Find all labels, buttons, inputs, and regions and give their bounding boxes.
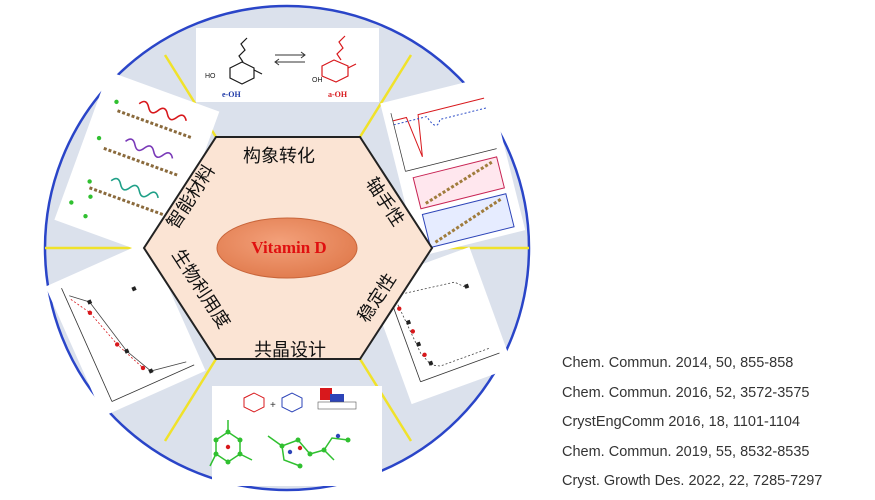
svg-text:HO: HO	[205, 73, 216, 80]
figure-chirality	[380, 76, 526, 257]
a-oh-label: a-OH	[328, 90, 348, 99]
reference-item: CrystEngComm 2016, 18, 1101-1104	[562, 414, 801, 430]
figure-cocrystal: +	[209, 386, 382, 486]
reference-item: Chem. Commun. 2019, 55, 8532-8535	[562, 443, 810, 460]
reference-item: Chem. Commun. 2014, 50, 855-858	[562, 355, 794, 371]
topic-top: 构象转化	[243, 146, 315, 167]
topic-bottom: 共晶设计	[254, 340, 326, 361]
vitamin-d-ellipse	[216, 217, 358, 279]
center-label: Vitamin D	[251, 238, 326, 257]
svg-text:+: +	[270, 400, 276, 411]
figure-conformation: HO OH e-OH a-OH	[196, 28, 379, 102]
e-oh-label: e-OH	[222, 90, 241, 99]
figure-bioavailability	[45, 241, 206, 417]
svg-text:OH: OH	[312, 77, 323, 84]
reference-item: Chem. Commun. 2016, 52, 3572-3575	[562, 384, 810, 401]
a-oh-molecule: OH	[312, 35, 357, 84]
reference-list: Chem. Commun. 2014, 50, 855-858 Chem. Co…	[562, 349, 862, 497]
vitamin-d-diagram: HO OH e-OH a-OH	[43, 4, 531, 492]
e-oh-molecule: HO	[205, 37, 263, 85]
reference-item: Cryst. Growth Des. 2022, 22, 7285-7297	[562, 473, 823, 489]
